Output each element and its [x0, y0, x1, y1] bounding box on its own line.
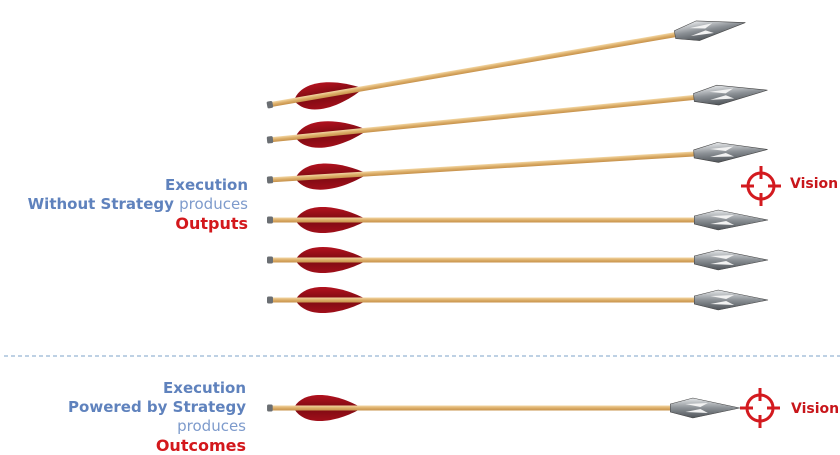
label-line-1: Execution — [165, 176, 248, 194]
execution-without-strategy-label: Execution Without Strategy produces Outp… — [28, 176, 248, 233]
execution-powered-by-strategy-label: Execution Powered by Strategy produces O… — [0, 379, 246, 455]
outcomes-label: Outcomes — [155, 436, 246, 455]
label-line-2a: Without Strategy — [27, 195, 174, 213]
arrow-icon — [266, 206, 769, 234]
outputs-label: Outputs — [175, 214, 248, 233]
label-line-2: Without Strategy produces — [28, 195, 248, 214]
label-line-2a: Powered by Strategy — [68, 398, 246, 416]
label-line-1: Execution — [163, 379, 246, 397]
target-crosshair-icon — [740, 388, 780, 428]
arrow-icon — [265, 135, 769, 194]
label-line-2: Powered by Strategy produces — [0, 398, 246, 436]
target-crosshair-icon — [741, 166, 781, 206]
arrow-icon — [266, 246, 769, 274]
vision-label-bottom: Vision — [791, 401, 840, 417]
arrow-icon — [266, 394, 741, 422]
label-line-2b: produces — [179, 195, 248, 213]
arrow-icon — [266, 286, 769, 314]
label-line-2b: produces — [177, 417, 246, 435]
vision-label-top: Vision — [790, 176, 839, 192]
strategy-diagram — [4, 9, 840, 428]
